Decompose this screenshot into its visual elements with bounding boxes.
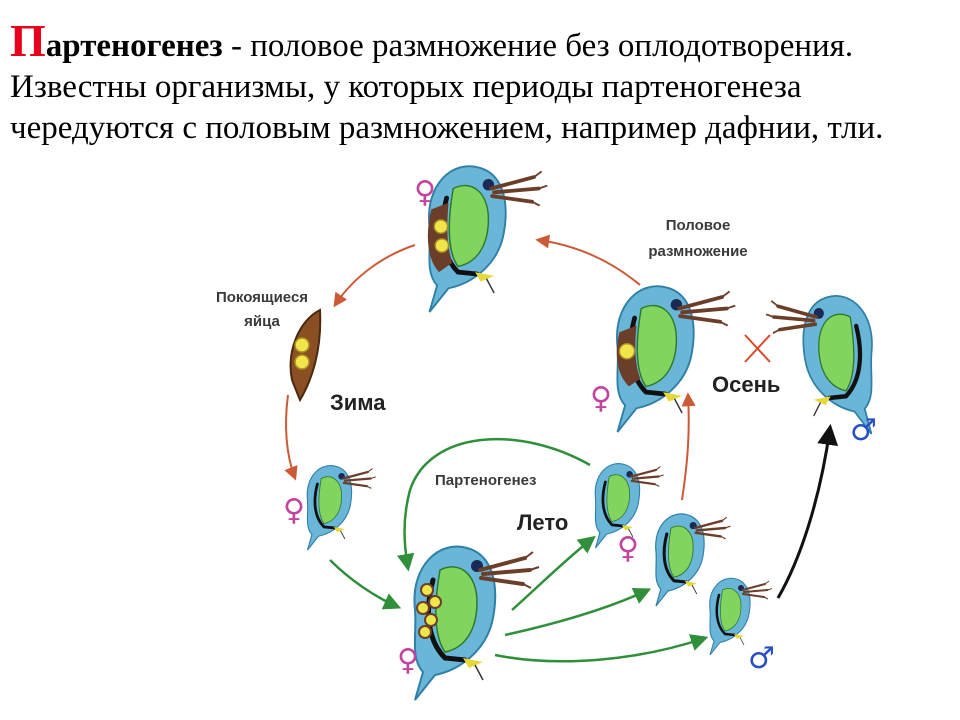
male-symbol-summer: ♂ xyxy=(748,641,775,676)
label-winter: Зима xyxy=(330,390,386,415)
arrow-to-summer-female-2 xyxy=(504,587,652,637)
arrow-winter-to-parthenogenetic xyxy=(329,559,402,610)
title-first-letter: П xyxy=(10,15,46,66)
label-autumn: Осень xyxy=(712,372,780,397)
arrow-summer-to-autumn xyxy=(681,392,696,501)
resting-eggs-ephippium xyxy=(289,308,322,403)
female-symbol-summer: ♀ xyxy=(617,531,639,566)
male-symbol-autumn: ♂ xyxy=(850,413,877,448)
arrow-autumn-to-top xyxy=(535,234,641,286)
arrow-eggs-to-winter-female xyxy=(284,394,298,481)
intro-dash: - xyxy=(222,28,251,64)
daphnia-autumn-female xyxy=(617,286,736,432)
female-symbol-top: ♀ xyxy=(414,175,436,210)
label-summer: Лето xyxy=(517,510,568,535)
intro-paragraph: Партеногенез - половое размножение без о… xyxy=(10,18,950,149)
arrow-parthenogenesis-loop xyxy=(396,437,591,572)
mating-cross xyxy=(744,334,771,363)
arrow-to-male xyxy=(494,634,709,663)
female-symbol-winter: ♀ xyxy=(283,493,305,528)
arrow-to-summer-female-1 xyxy=(511,535,596,611)
label-sexual-reproduction-1: Половое xyxy=(666,217,731,234)
daphnia-parthenogenetic-female xyxy=(414,547,539,700)
female-symbol-autumn: ♀ xyxy=(590,381,612,416)
female-symbol-parthenogenetic: ♀ xyxy=(397,643,419,678)
intro-definition: половое размножение без оплодотворения. … xyxy=(10,28,884,146)
arrow-top-to-eggs xyxy=(333,244,416,308)
term-parthenogenesis: артеногенез xyxy=(45,28,223,64)
arrow-male-to-autumn-male xyxy=(776,423,839,599)
label-parthenogenesis: Партеногенез xyxy=(435,472,536,489)
label-sexual-reproduction-2: размножение xyxy=(648,243,747,260)
label-resting-eggs-2: яйца xyxy=(244,313,280,330)
label-resting-eggs-1: Покоящиеся xyxy=(216,289,308,306)
daphnia-winter-female xyxy=(305,464,378,552)
daphnia-top-female xyxy=(428,166,547,312)
